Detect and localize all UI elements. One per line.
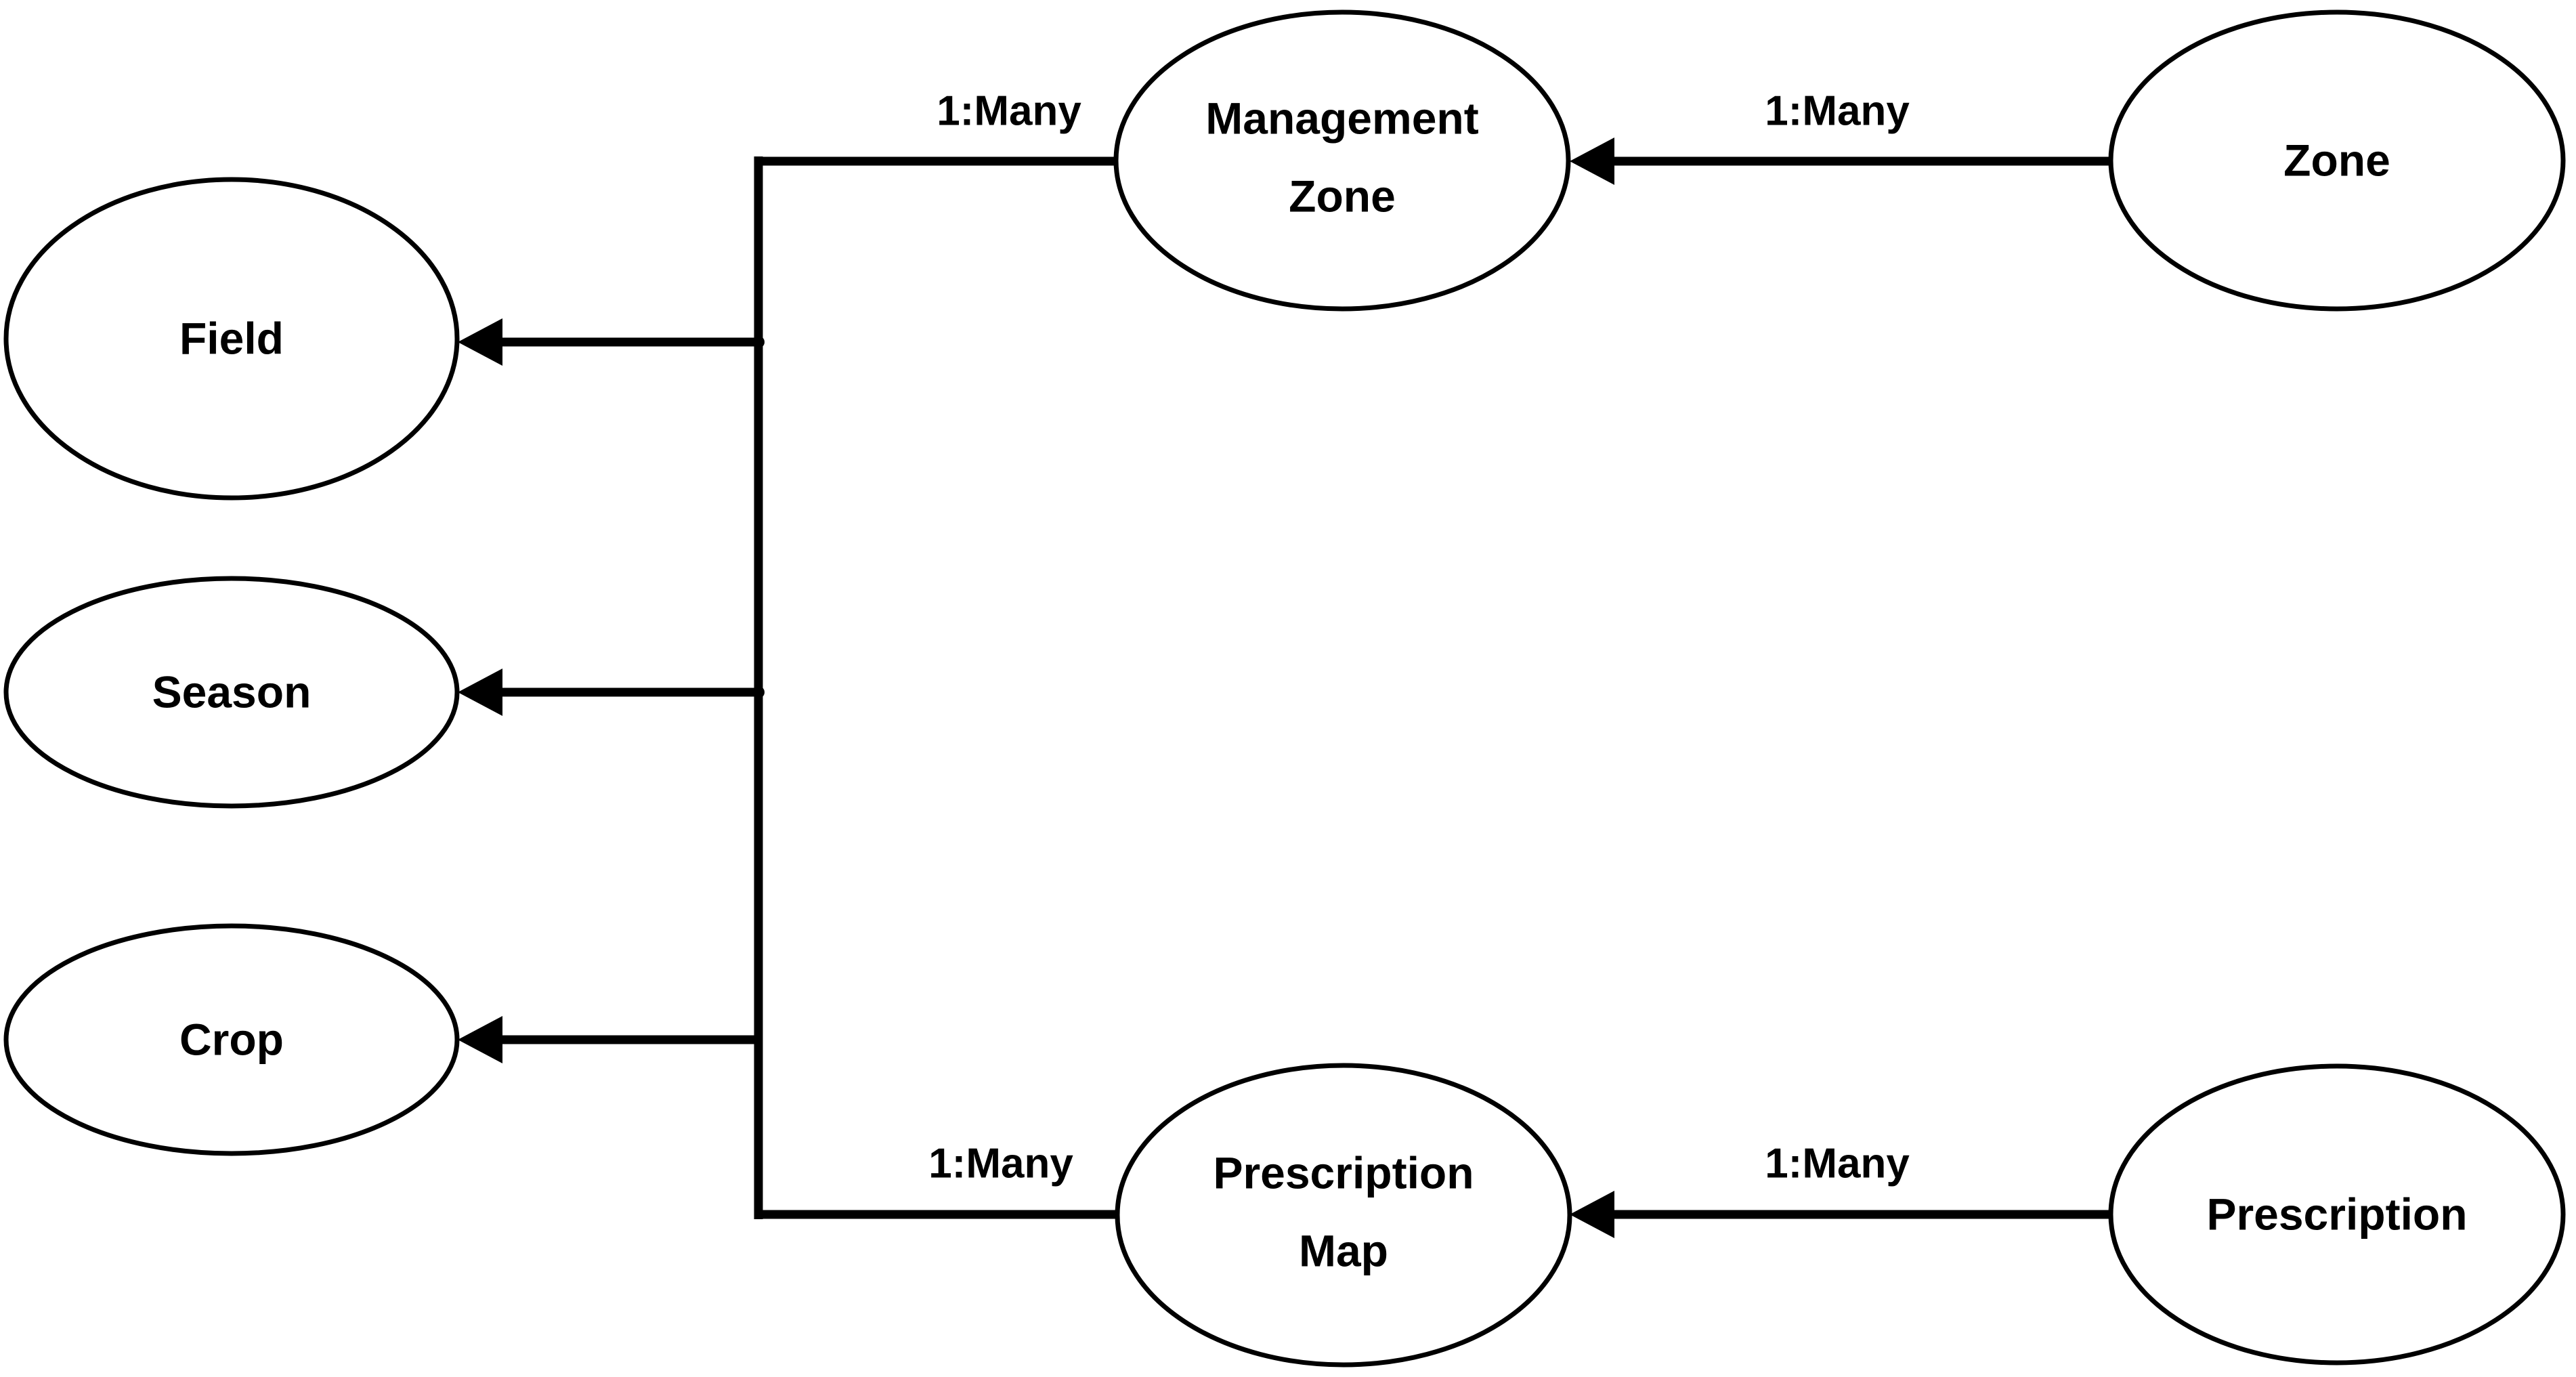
cardinality-label-zone-to-management-zone: 1:Many <box>1765 87 1910 134</box>
entity-prescription-ellipse[interactable] <box>2108 1063 2566 1365</box>
entity-management-zone[interactable]: Management Zone <box>1113 9 1571 312</box>
connector-dot-season-junction <box>752 686 765 698</box>
arrow-head-crop <box>458 1016 502 1063</box>
entity-prescription-map-label-line1: Prescription <box>1213 1147 1474 1198</box>
entity-crop[interactable]: Crop <box>3 923 460 1156</box>
entity-field-label: Field <box>179 313 284 363</box>
arrow-head-management-zone <box>1570 137 1614 185</box>
entity-management-zone-label-line2: Zone <box>1289 171 1396 221</box>
connector-group-left-spine <box>458 148 1146 1228</box>
entity-season-label: Season <box>152 666 312 717</box>
cardinality-label-prescription-map: 1:Many <box>928 1140 1073 1187</box>
entity-prescription[interactable]: Prescription <box>2108 1063 2566 1365</box>
arrow-head-season <box>458 669 502 716</box>
cardinality-label-management-zone: 1:Many <box>937 87 1081 134</box>
entity-zone-label: Zone <box>2283 135 2390 185</box>
entity-season-ellipse[interactable] <box>3 576 460 809</box>
connector-group-right <box>1570 137 2111 1238</box>
connector-dot-field-junction <box>752 336 765 348</box>
entity-prescription-label: Prescription <box>2206 1189 2467 1239</box>
entity-season[interactable]: Season <box>3 576 460 809</box>
entity-crop-label: Crop <box>179 1014 284 1064</box>
entity-management-zone-ellipse[interactable] <box>1113 9 1571 312</box>
entity-crop-ellipse[interactable] <box>3 923 460 1156</box>
entity-zone-ellipse[interactable] <box>2108 9 2566 312</box>
entity-zone[interactable]: Zone <box>2108 9 2566 312</box>
entity-prescription-map[interactable]: Prescription Map <box>1115 1063 1572 1368</box>
entity-field[interactable]: Field <box>3 177 460 501</box>
entity-field-ellipse[interactable] <box>3 177 460 501</box>
arrow-head-prescription-map <box>1570 1191 1614 1238</box>
cardinality-label-prescription-to-prescription-map: 1:Many <box>1765 1140 1910 1187</box>
entity-prescription-map-label-line2: Map <box>1299 1225 1388 1275</box>
entity-prescription-map-ellipse[interactable] <box>1115 1063 1572 1368</box>
arrow-head-field <box>458 318 502 366</box>
entity-management-zone-label-line1: Management <box>1205 93 1478 143</box>
